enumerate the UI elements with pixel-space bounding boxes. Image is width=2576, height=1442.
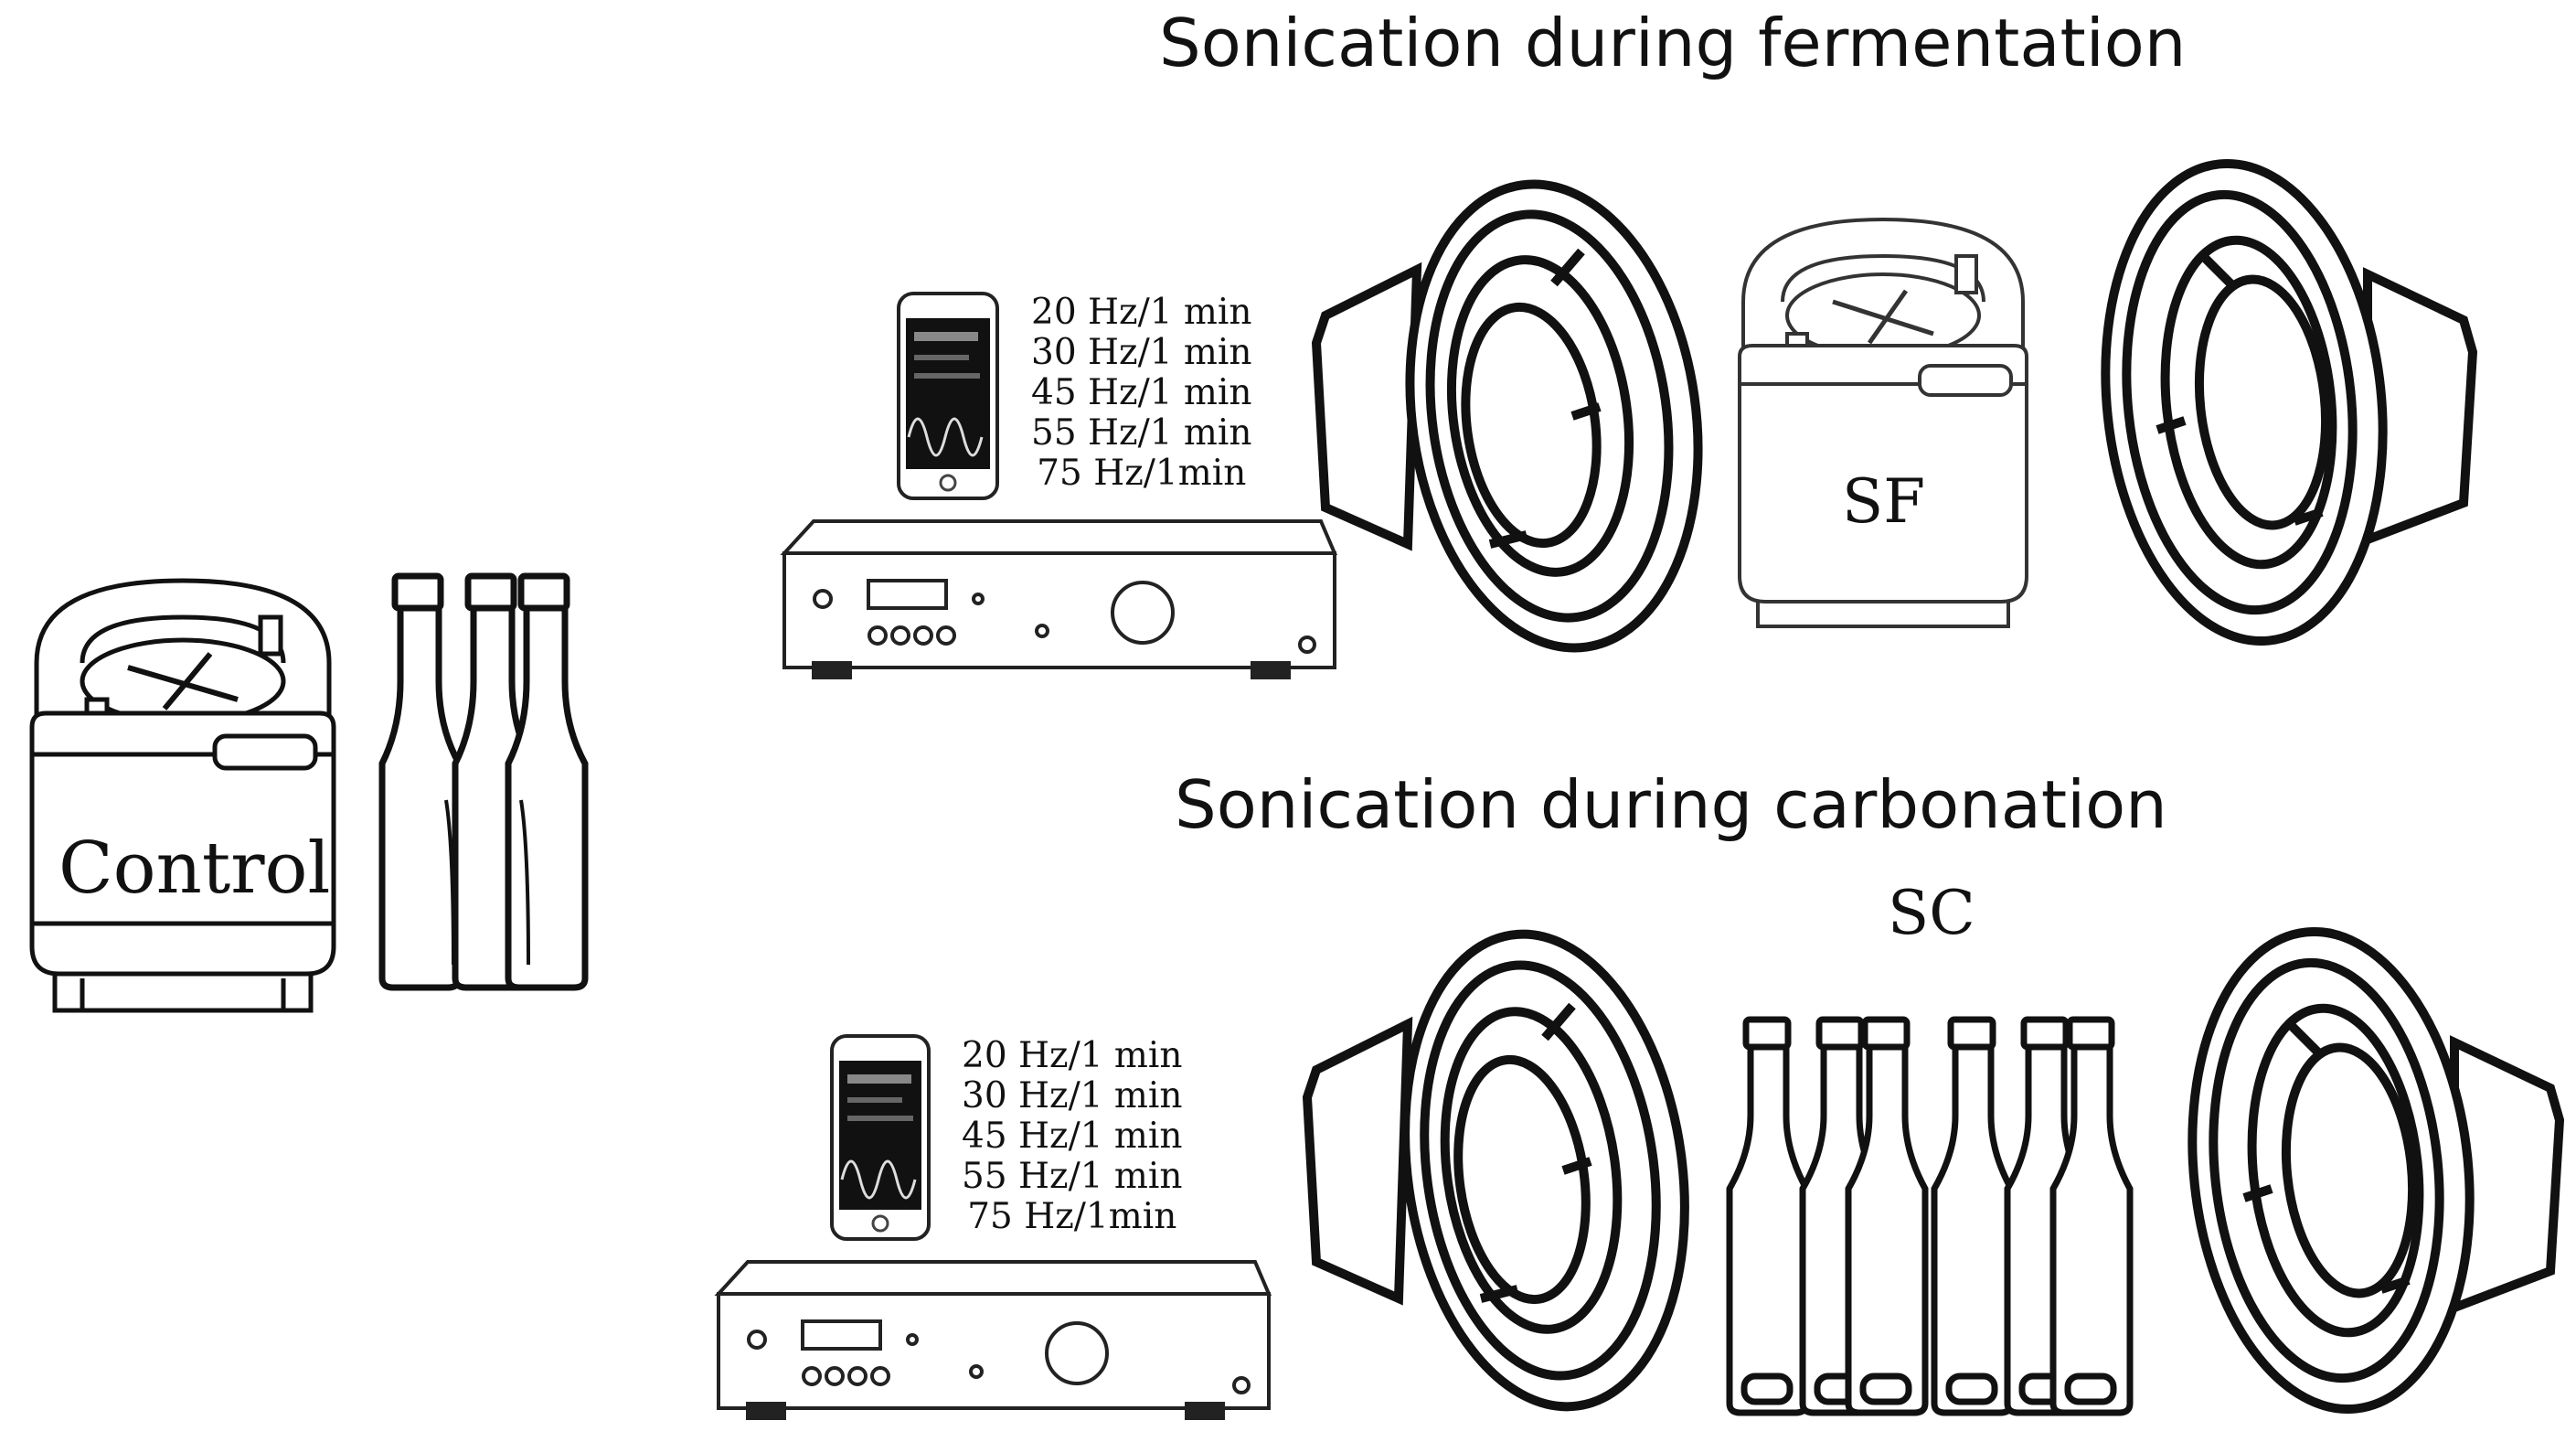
speaker-icon [2101, 158, 2478, 646]
frequency-item: 75 Hz/1min [1037, 453, 1247, 494]
frequency-item: 45 Hz/1 min [1031, 372, 1252, 413]
frequency-item: 45 Hz/1 min [962, 1116, 1183, 1157]
sc-bottles [1726, 1016, 2134, 1416]
frequency-item: 55 Hz/1 min [1031, 412, 1252, 454]
speaker-icon [1311, 179, 1703, 653]
amplifier-icon [780, 519, 1338, 679]
beer-bottle-icon [2049, 1016, 2134, 1416]
beer-bottle-icon [505, 572, 589, 991]
frequency-item: 55 Hz/1 min [962, 1156, 1183, 1197]
label-sc: SC [1888, 878, 1975, 948]
speaker-icon [2187, 926, 2565, 1415]
frequency-item: 30 Hz/1 min [1031, 332, 1252, 373]
frequency-item: 75 Hz/1min [967, 1196, 1177, 1237]
beer-bottle-icon [1845, 1016, 1929, 1416]
title-carbonation: Sonication during carbonation [1175, 766, 2167, 843]
keg-icon [29, 578, 336, 1013]
frequency-item: 20 Hz/1 min [962, 1035, 1183, 1076]
label-control: Control [59, 828, 331, 910]
frequency-item: 20 Hz/1 min [1031, 292, 1252, 333]
frequency-item: 30 Hz/1 min [962, 1075, 1183, 1116]
smartphone-icon [897, 292, 999, 500]
keg-icon [1738, 217, 2028, 628]
frequency-list-top: 20 Hz/1 min 30 Hz/1 min 45 Hz/1 min 55 H… [1031, 293, 1252, 494]
beer-bottle-icon [1726, 1016, 1810, 1416]
control-bottles [378, 572, 589, 991]
beer-bottle-icon [378, 572, 463, 991]
beer-bottle-icon [1931, 1016, 2015, 1416]
frequency-list-bottom: 20 Hz/1 min 30 Hz/1 min 45 Hz/1 min 55 H… [962, 1036, 1183, 1237]
label-sf: SF [1842, 466, 1926, 537]
title-fermentation: Sonication during fermentation [1159, 5, 2187, 81]
amplifier-icon [714, 1260, 1272, 1420]
smartphone-icon [830, 1034, 931, 1241]
speaker-icon [1302, 929, 1689, 1412]
